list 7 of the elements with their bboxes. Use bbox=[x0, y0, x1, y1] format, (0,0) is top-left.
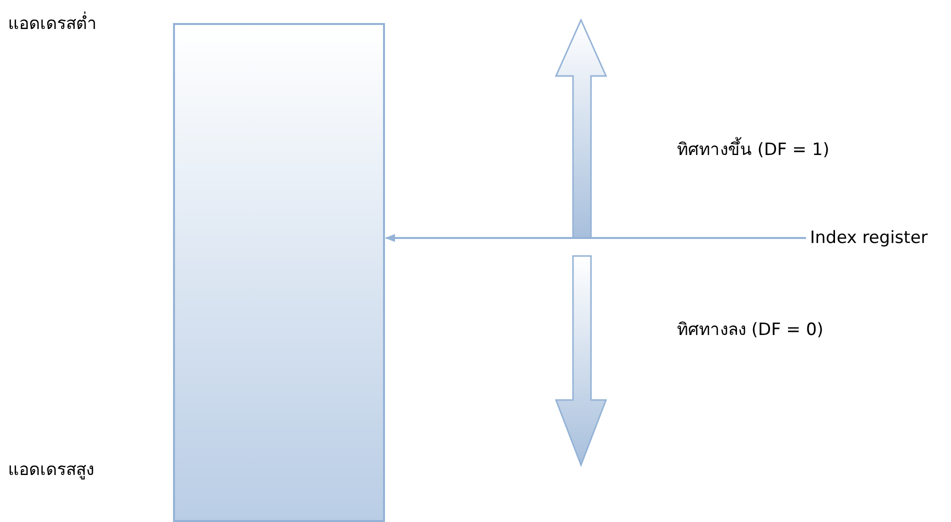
arrow bbox=[385, 234, 806, 242]
direction-label: ทิศทางลง (DF = 0) bbox=[677, 319, 824, 342]
direction-label: แอดเดรสสูง bbox=[8, 459, 94, 482]
register-label: Index register bbox=[810, 226, 948, 250]
direction-label: แอดเดรสต่ำ bbox=[8, 12, 97, 36]
direction-label: ทิศทางขึ้น (DF = 1) bbox=[677, 138, 830, 162]
memory-block bbox=[173, 23, 385, 522]
